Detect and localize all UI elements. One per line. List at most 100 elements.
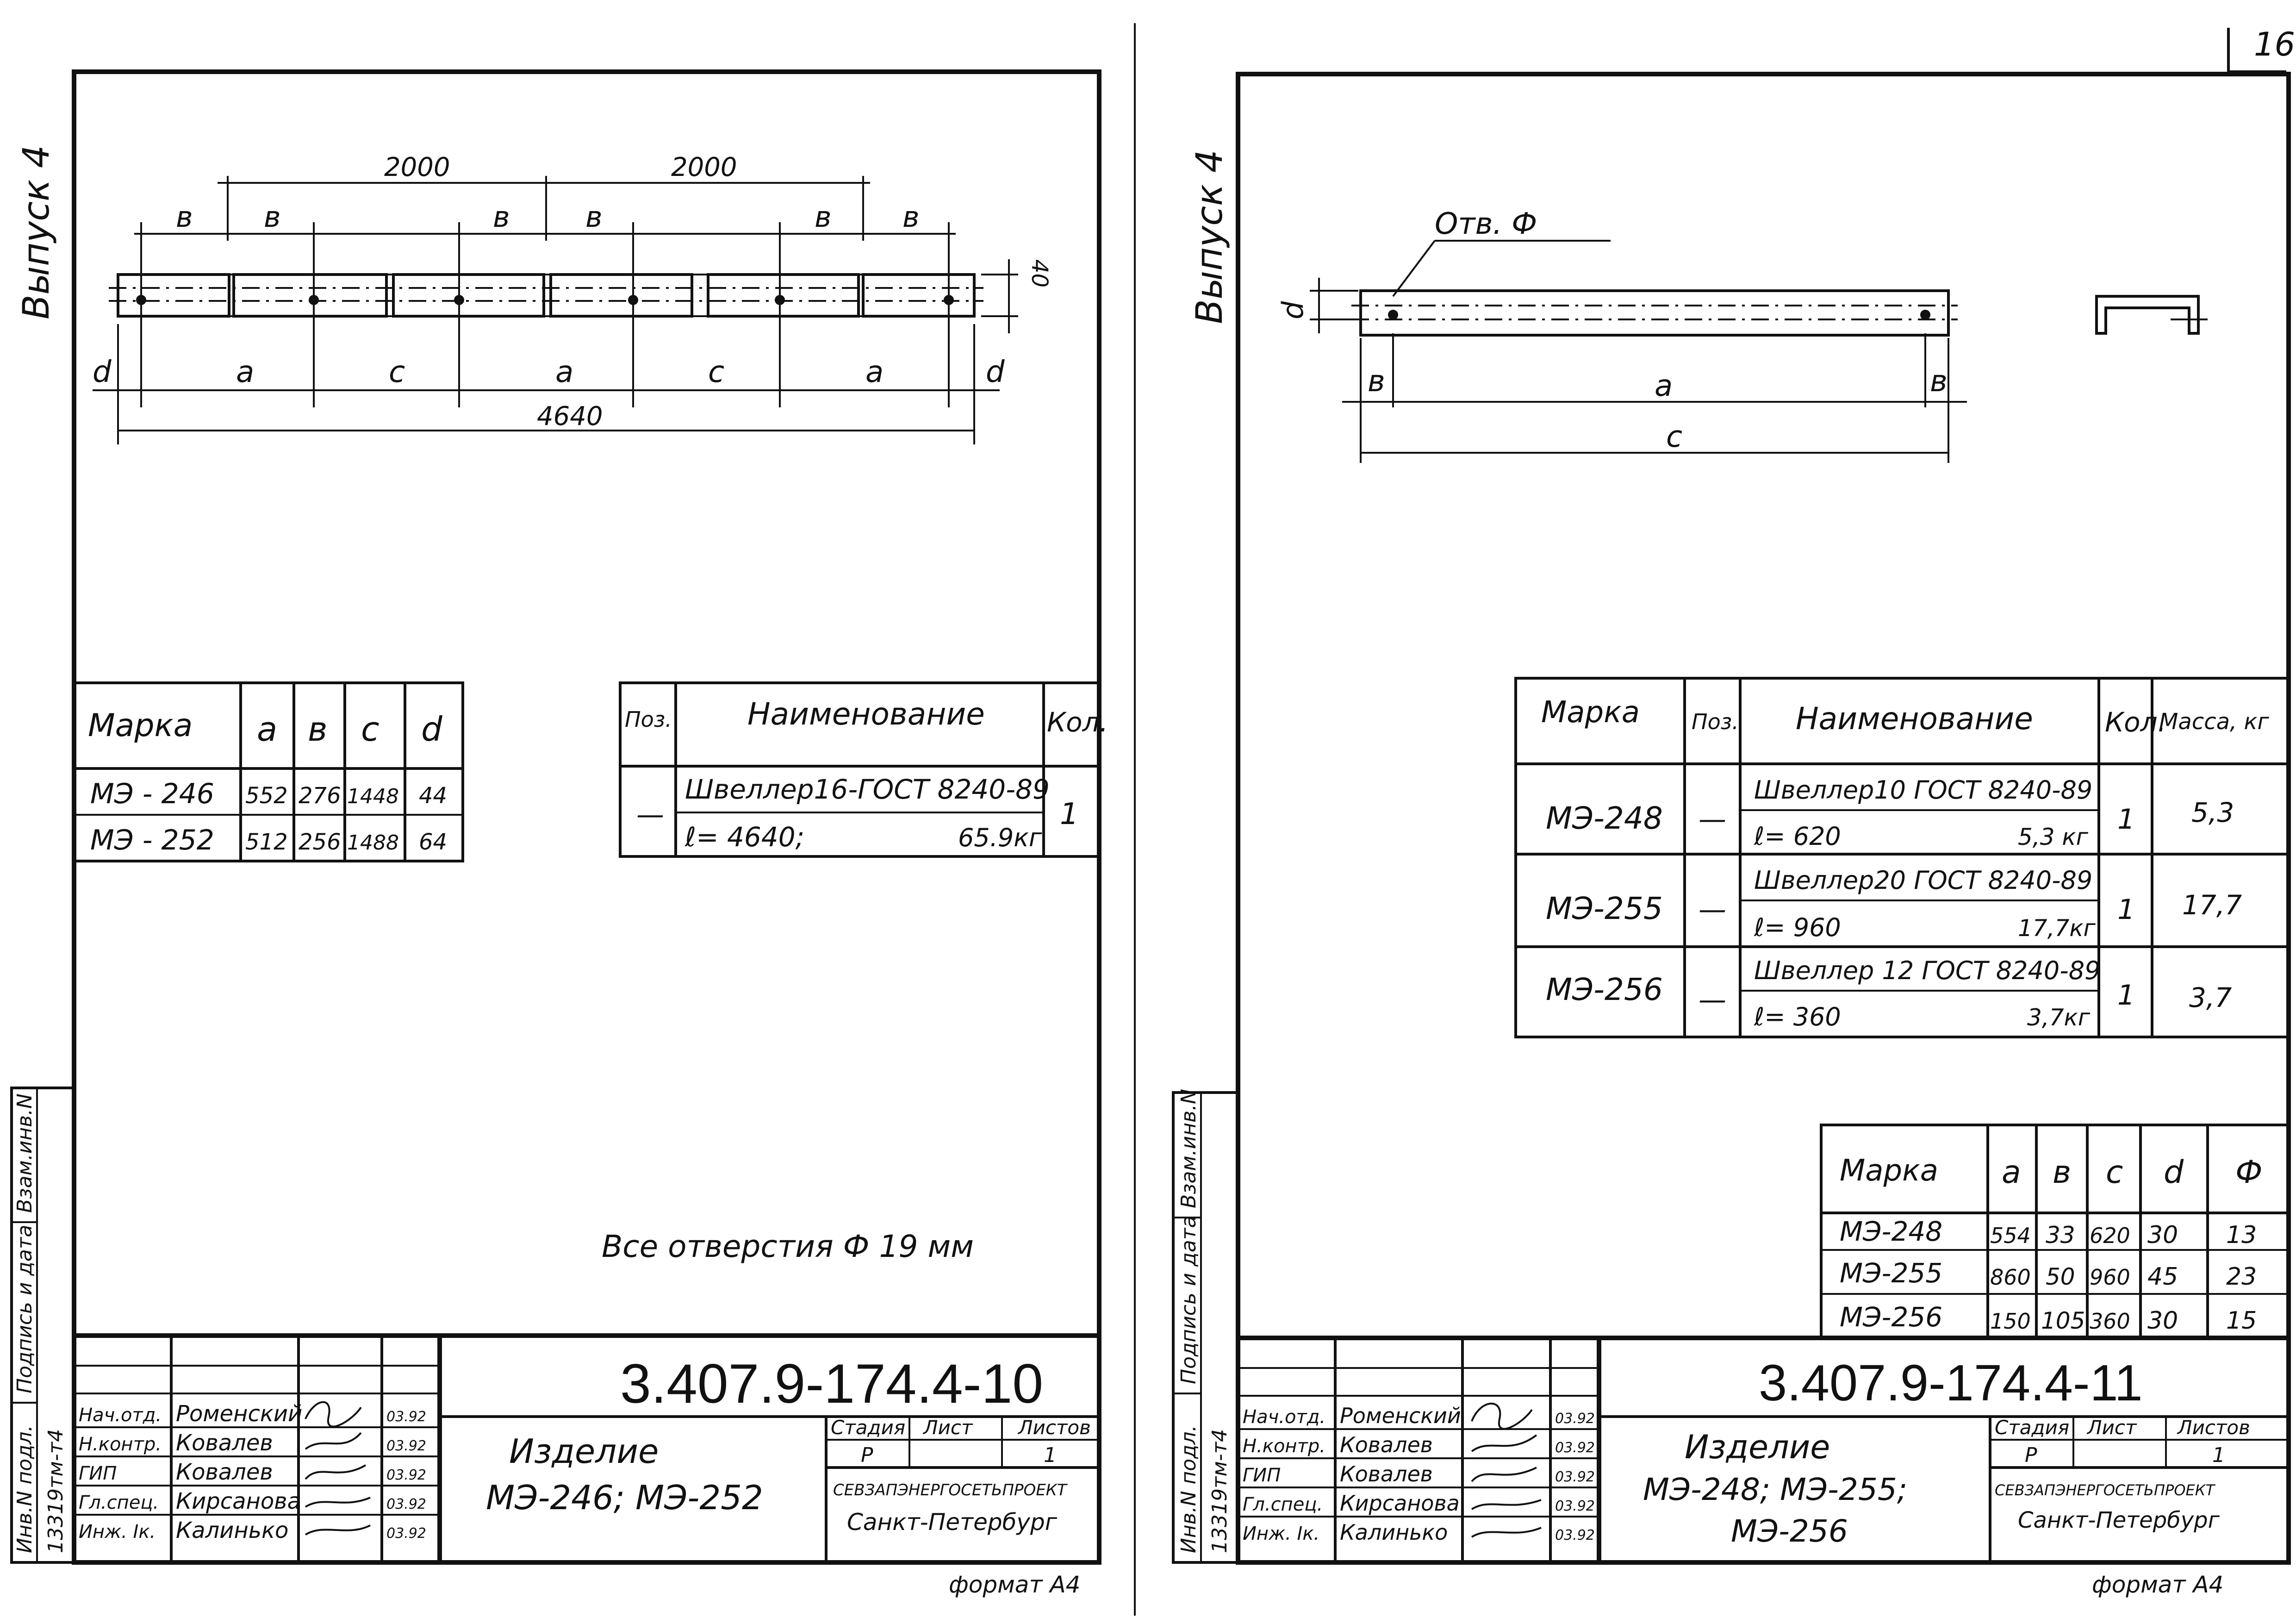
left-dim-2000-a: 2000 [384, 152, 450, 182]
right-dim-r3-c: 360 [2090, 1309, 2130, 1334]
left-dim-header-mark: Марка [88, 707, 193, 744]
left-dim-40: 40 [1027, 259, 1052, 287]
left-sheets: 1 [1044, 1443, 1057, 1467]
left-doc-code: 3.407.9-174.4-10 [620, 1353, 1043, 1415]
left-stage: Р [861, 1443, 873, 1467]
left-signer-name-1: Роменский [176, 1401, 302, 1427]
right-dim-r3-mark: МЭ-256 [1840, 1301, 1942, 1333]
right-signer-role-3: ГИП [1243, 1465, 1281, 1486]
left-dim-table: Марка а в с d МЭ - 246 552 276 1448 44 М… [73, 681, 464, 862]
right-dim-a: а [1655, 369, 1673, 403]
left-side-cell-orig: Инв.N подл. [13, 1425, 37, 1553]
right-dim-d: d [1276, 301, 1310, 319]
left-dim-r1-d: 44 [419, 783, 447, 809]
right-side-cell-sign: Подпись и дата [1177, 1216, 1201, 1384]
right-doc-code: 3.407.9-174.4-11 [1759, 1355, 2143, 1412]
left-dim-b3: в [493, 200, 510, 234]
table-row: МЭ-248 — Швеллер10 ГОСТ 8240-89 ℓ= 620 5… [1546, 775, 2234, 851]
left-vertical-title: Выпуск 4 [16, 145, 57, 319]
left-dim-header-c: с [361, 710, 380, 749]
right-spec-r3-item-mass: 3,7кг [2027, 1004, 2091, 1031]
right-spec-r3-name: Швеллер 12 ГОСТ 8240-89 [1754, 956, 2100, 985]
right-sheet: Выпуск 4 Взам.инв.N Подпись и дата Инв.N… [1172, 72, 2291, 1598]
right-signer-name-3: Ковалев [1340, 1462, 1433, 1487]
left-signer-name-3: Ковалев [176, 1459, 273, 1485]
right-spec-table: Марка Поз. Наименование Кол. Масса, кг М… [1514, 677, 2290, 1038]
right-title-line3: МЭ-256 [1731, 1513, 1848, 1549]
right-dim-b2: в [1930, 364, 1948, 399]
right-dim-r3-f: 15 [2226, 1307, 2257, 1335]
right-spec-r2-mark: МЭ-255 [1546, 891, 1663, 926]
left-dim-r2-mark: МЭ - 252 [90, 824, 214, 856]
right-spec-header-pos: Поз. [1692, 709, 1739, 734]
right-inv-number: 13319тм-т4 [1208, 1429, 1232, 1553]
right-spec-r3-mass: 3,7 [2189, 982, 2232, 1013]
right-title-line2: МЭ-248; МЭ-255; [1643, 1472, 1907, 1507]
left-dim-2000-b: 2000 [671, 152, 737, 182]
right-dim-r3-d: 30 [2147, 1307, 2178, 1335]
right-spec-header-mark: Марка [1541, 695, 1640, 730]
right-signer-role-4: Гл.спец. [1243, 1494, 1323, 1515]
left-signer-role-2: Н.контр. [79, 1434, 162, 1455]
left-dim-header-d: d [421, 710, 443, 749]
left-dim-r2-c: 1488 [347, 831, 399, 855]
right-dim-r2-f: 23 [2226, 1263, 2257, 1291]
right-spec-r2-item-mass: 17,7кг [2018, 915, 2096, 942]
left-dim-b5: в [815, 200, 832, 234]
left-signer-role-5: Инж. Iк. [79, 1521, 156, 1543]
right-dim-header-c: с [2106, 1154, 2123, 1191]
right-spec-r1-pos: — [1699, 803, 1726, 836]
left-side-cell-inv: Взам.инв.N [13, 1093, 37, 1213]
left-spec-mass: 65.9кг [958, 823, 1042, 852]
left-side-strip: Взам.инв.N Подпись и дата Инв.N подл. 13… [10, 1087, 75, 1564]
left-signer-date-3: 03.92 [386, 1467, 426, 1483]
left-spec-header-pos: Поз. [625, 707, 672, 732]
left-dim-header-b: в [308, 710, 327, 749]
right-vertical-title: Выпуск 4 [1189, 150, 1231, 324]
right-channel-drawing: Отв. Ф d в а в с [1276, 207, 2208, 463]
left-dim-b1: в [176, 200, 193, 234]
right-dim-b1: в [1368, 364, 1385, 399]
left-spec-length: ℓ= 4640; [684, 821, 804, 853]
left-dim-r1-b: 276 [299, 783, 341, 809]
table-row: МЭ-255 — Швеллер20 ГОСТ 8240-89 ℓ= 960 1… [1546, 866, 2242, 942]
right-spec-header-name: Наименование [1796, 701, 2033, 737]
right-sheet-header: Лист [2086, 1416, 2137, 1439]
right-title-line1: Изделие [1685, 1428, 1830, 1466]
table-row: МЭ-256 — Швеллер 12 ГОСТ 8240-89 ℓ= 360 … [1546, 956, 2232, 1031]
right-dim-r2-b: 50 [2046, 1263, 2075, 1290]
right-signer-role-5: Инж. Iк. [1243, 1523, 1319, 1544]
left-spec-qty: 1 [1060, 797, 1079, 831]
right-signatures [1471, 1402, 1542, 1538]
left-signatures [305, 1401, 371, 1536]
left-dim-r1-a: 552 [245, 783, 288, 809]
right-signer-role-1: Нач.отд. [1243, 1406, 1325, 1428]
right-spec-r3-pos: — [1699, 984, 1726, 1016]
left-spec-table: Поз. Наименование Кол. — Швеллер16-ГОСТ … [619, 681, 1108, 858]
right-dim-r2-mark: МЭ-255 [1840, 1257, 1942, 1289]
table-row: МЭ-248 554 33 620 30 13 [1840, 1216, 2257, 1249]
right-sheets-header: Листов [2177, 1416, 2250, 1439]
right-spec-r1-mark: МЭ-248 [1546, 800, 1663, 836]
right-dim-r2-c: 960 [2090, 1265, 2130, 1290]
right-spec-r2-qty: 1 [2117, 893, 2135, 926]
right-hole-label: Отв. Ф [1435, 207, 1537, 241]
left-channel-drawing: 2000 2000 в в в в в в 40 d а с а с а d 4… [93, 152, 1052, 444]
left-signer-date-4: 03.92 [386, 1496, 426, 1512]
right-signer-date-2: 03.92 [1555, 1440, 1595, 1456]
left-city: Санкт-Петербург [847, 1509, 1058, 1536]
right-city: Санкт-Петербург [2018, 1507, 2220, 1533]
left-note: Все отверстия Ф 19 мм [602, 1229, 974, 1264]
right-side-cell-inv: Взам.инв.N [1177, 1089, 1201, 1208]
left-signer-name-2: Ковалев [176, 1430, 273, 1456]
left-dim-c1: с [389, 355, 405, 389]
right-sheets: 1 [2212, 1443, 2225, 1467]
right-title-block: 3.407.9-174.4-11 Нач.отд. Роменский 03.9… [1238, 1336, 2289, 1562]
left-sheet: Выпуск 4 Взам.инв.N Подпись и дата Инв.N… [10, 69, 1108, 1598]
table-row: МЭ-255 860 50 960 45 23 [1840, 1257, 2257, 1291]
left-title-line1: Изделие [509, 1432, 659, 1471]
table-row: МЭ-256 150 105 360 30 15 [1840, 1301, 2257, 1335]
right-dim-r1-d: 30 [2147, 1221, 2178, 1249]
left-dim-r2-a: 512 [245, 829, 288, 855]
left-dim-c2: с [708, 355, 724, 389]
